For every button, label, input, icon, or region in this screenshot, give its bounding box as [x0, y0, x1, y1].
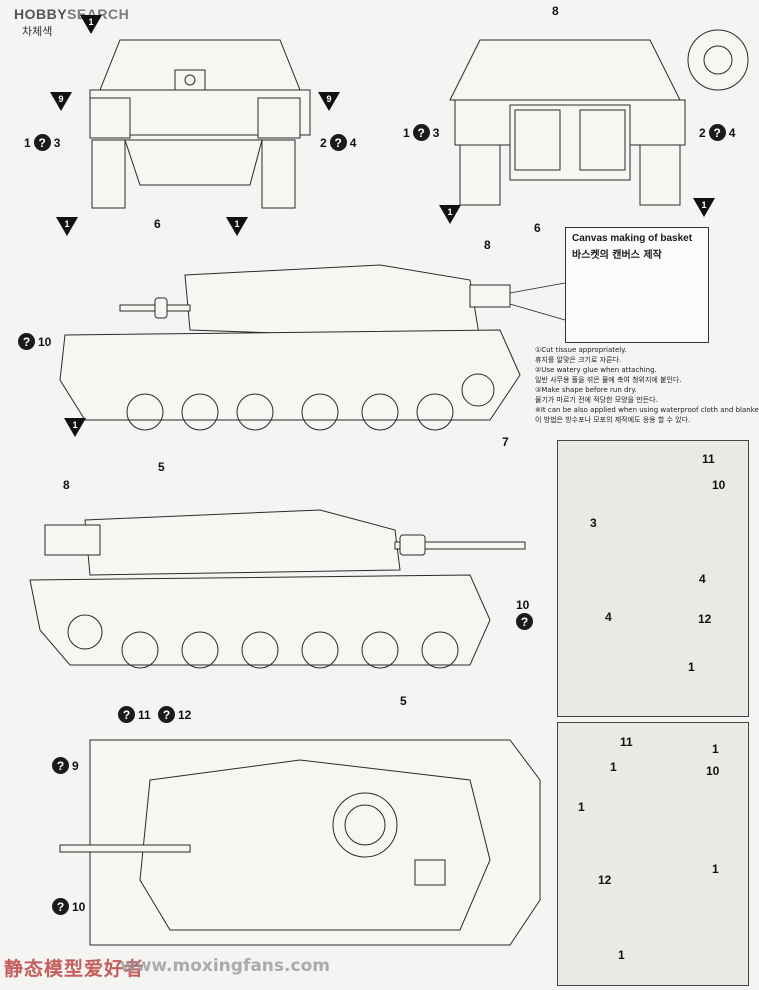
note-line: 휴지를 알맞은 크기로 자른다. — [535, 356, 622, 364]
figure-label: 1 — [712, 862, 719, 876]
figure-label: 1 — [578, 800, 585, 814]
part-number: 10 — [516, 598, 530, 612]
note-line: ②Use watery glue when attaching. — [535, 366, 657, 374]
figure-label: 1 — [618, 948, 625, 962]
figure-label: 10 — [712, 478, 726, 492]
note-line: ①Cut tissue appropriately. — [535, 346, 627, 354]
callout-plan-11: ?11 — [118, 706, 151, 723]
callout-side-bot: ? — [516, 613, 533, 630]
marker-triangle: 1 — [439, 205, 461, 224]
callout-front-left: 1?3 — [24, 134, 61, 151]
figure-label: 11 — [620, 735, 633, 749]
marker-triangle: 1 — [693, 198, 715, 217]
watermark-bottom: 静态模型爱好者 — [4, 958, 145, 980]
note-line: ※It can be also applied when using water… — [535, 406, 759, 414]
marker-triangle: 9 — [50, 92, 72, 111]
figure-label: 3 — [590, 516, 597, 530]
watermark-top: HOBBYSEARCH — [14, 6, 130, 22]
question-icon: ? — [329, 134, 347, 151]
note-line: 일반 사무용 풀을 섞은 물에 축여 청위지에 붙인다. — [535, 376, 682, 384]
watermark-url: www.moxingfans.com — [120, 956, 330, 976]
plan-view — [59, 739, 541, 946]
figure-label: 4 — [605, 610, 612, 624]
callout-side-top: ?10 — [18, 333, 51, 350]
rear-view — [449, 39, 686, 206]
part-number: 8 — [484, 238, 491, 252]
part-number: 7 — [502, 435, 509, 449]
question-icon: ? — [708, 124, 726, 141]
marker-triangle: 1 — [226, 217, 248, 236]
figure-label: 12 — [598, 873, 612, 887]
marker-triangle: 1 — [80, 15, 102, 34]
marker-triangle: 9 — [318, 92, 340, 111]
figure-label: 1 — [610, 760, 617, 774]
figure-label: 11 — [702, 452, 715, 466]
note-line: 물기가 마르기 전에 적당한 모양을 만든다. — [535, 396, 658, 404]
callout-rear-right: 2?4 — [699, 124, 736, 141]
part-number: 8 — [63, 478, 70, 492]
callout-plan-12: ?12 — [158, 706, 191, 723]
instruction-notes: ①Cut tissue appropriately. 휴지를 알맞은 크기로 자… — [535, 345, 759, 425]
callout-front-right: 2?4 — [320, 134, 357, 151]
figure-photo-2 — [557, 722, 749, 986]
side-view-left — [29, 509, 526, 669]
figure-photo-1 — [557, 440, 749, 717]
part-number: 8 — [552, 4, 559, 18]
part-number: 5 — [400, 694, 407, 708]
front-view — [89, 39, 311, 209]
figure-label: 4 — [699, 572, 706, 586]
question-icon: ? — [52, 898, 69, 915]
note-line: ③Make shape before run dry. — [535, 386, 637, 394]
marker-triangle: 1 — [64, 418, 86, 437]
canvas-detail-box — [565, 227, 709, 343]
question-icon: ? — [118, 706, 135, 723]
side-view-right — [59, 264, 521, 431]
figure-label: 12 — [698, 612, 712, 626]
callout-plan-9: ?9 — [52, 757, 79, 774]
question-icon: ? — [52, 757, 69, 774]
question-icon: ? — [412, 124, 430, 141]
marker-triangle: 1 — [56, 217, 78, 236]
question-icon: ? — [516, 613, 533, 630]
paint-label: 차체색 — [22, 25, 53, 38]
figure-label: 1 — [688, 660, 695, 674]
callout-plan-10: ?10 — [52, 898, 85, 915]
canvas-title-kr: 바스켓의 캔버스 제작 — [572, 250, 662, 261]
callout-rear-left: 1?3 — [403, 124, 440, 141]
figure-label: 1 — [712, 742, 719, 756]
part-number: 6 — [534, 221, 541, 235]
note-line: 이 방법은 방수포나 모포의 제작에도 응용 할 수 있다. — [535, 416, 691, 424]
part-number: 5 — [158, 460, 165, 474]
canvas-title: Canvas making of basket — [572, 233, 693, 244]
question-icon: ? — [158, 706, 175, 723]
question-icon: ? — [18, 333, 35, 350]
figure-label: 10 — [706, 764, 720, 778]
part-number: 6 — [154, 217, 161, 231]
question-icon: ? — [33, 134, 51, 151]
